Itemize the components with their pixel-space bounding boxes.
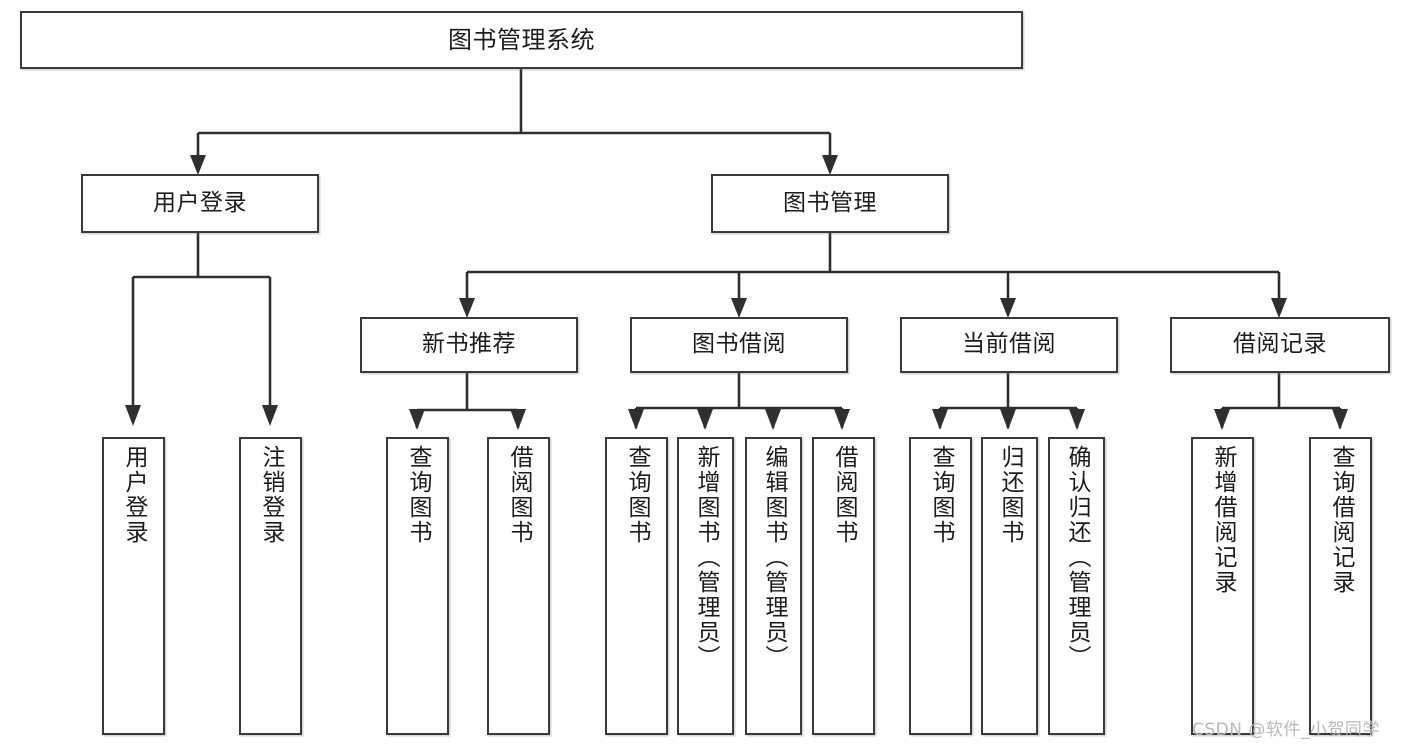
arrowhead-leaf-user-login: [125, 405, 141, 426]
node-borrow-record-label: 借阅记录: [1233, 331, 1327, 358]
node-leaf-user-login[interactable]: 用户登录: [102, 437, 165, 735]
arrowhead-current-borrow: [1000, 298, 1016, 318]
arrowhead-borrow-record: [1271, 298, 1287, 318]
node-leaf-query-record-label: 查询借阅记录: [1328, 445, 1354, 595]
node-leaf-add-record[interactable]: 新增借阅记录: [1191, 437, 1254, 735]
arrowhead-leaf-borrow-book-2: [834, 409, 850, 430]
arrowhead-leaf-add-record: [1214, 409, 1230, 430]
arrowhead-user-login: [190, 155, 206, 175]
node-leaf-add-record-label: 新增借阅记录: [1210, 445, 1236, 595]
node-leaf-query-book-2-label: 查询图书: [624, 445, 650, 545]
node-book-manage[interactable]: 图书管理: [711, 174, 949, 233]
node-leaf-logout-label: 注销登录: [258, 445, 284, 545]
arrowhead-book-manage: [822, 155, 838, 175]
node-user-login-label: 用户登录: [153, 189, 247, 216]
node-book-borrow-label: 图书借阅: [692, 331, 786, 358]
node-borrow-record[interactable]: 借阅记录: [1170, 317, 1390, 373]
node-leaf-confirm-return-label: 确认归还（管理员）: [1064, 445, 1090, 670]
node-leaf-logout[interactable]: 注销登录: [239, 437, 302, 735]
node-leaf-query-book-1[interactable]: 查询图书: [386, 437, 449, 735]
node-leaf-borrow-book-1[interactable]: 借阅图书: [487, 437, 550, 735]
arrowhead-leaf-edit-book: [765, 409, 781, 430]
node-leaf-borrow-book-2[interactable]: 借阅图书: [812, 437, 875, 735]
arrowhead-leaf-query-book-2: [628, 409, 644, 430]
node-leaf-return-book-label: 归还图书: [997, 445, 1023, 545]
node-root[interactable]: 图书管理系统: [20, 11, 1023, 69]
node-leaf-user-login-label: 用户登录: [121, 445, 147, 545]
arrowhead-leaf-confirm-return: [1069, 409, 1085, 430]
arrowhead-leaf-borrow-book-1: [510, 409, 526, 430]
arrowhead-leaf-query-record: [1332, 409, 1348, 430]
node-user-login[interactable]: 用户登录: [81, 174, 319, 233]
node-leaf-confirm-return[interactable]: 确认归还（管理员）: [1048, 437, 1105, 735]
arrowhead-leaf-logout: [262, 405, 278, 426]
node-current-borrow-label: 当前借阅: [962, 331, 1056, 358]
node-leaf-query-book-3-label: 查询图书: [928, 445, 954, 545]
arrowhead-leaf-query-book-1: [409, 409, 425, 430]
node-leaf-query-record[interactable]: 查询借阅记录: [1309, 437, 1372, 735]
node-leaf-edit-book-label: 编辑图书（管理员）: [761, 445, 787, 670]
node-leaf-add-book[interactable]: 新增图书（管理员）: [677, 437, 734, 735]
node-leaf-query-book-3[interactable]: 查询图书: [909, 437, 972, 735]
csdn-watermark: CSDN @软件_小贺同学: [1192, 720, 1380, 740]
arrowhead-leaf-query-book-3: [932, 409, 948, 430]
arrowhead-leaf-return-book: [1000, 409, 1016, 430]
node-book-borrow[interactable]: 图书借阅: [630, 317, 848, 373]
node-leaf-borrow-book-2-label: 借阅图书: [831, 445, 857, 545]
node-leaf-query-book-1-label: 查询图书: [405, 445, 431, 545]
node-current-borrow[interactable]: 当前借阅: [900, 317, 1118, 373]
node-new-book-recommend[interactable]: 新书推荐: [360, 317, 578, 373]
node-leaf-add-book-label: 新增图书（管理员）: [693, 445, 719, 670]
node-leaf-edit-book[interactable]: 编辑图书（管理员）: [745, 437, 802, 735]
node-leaf-return-book[interactable]: 归还图书: [981, 437, 1038, 735]
node-root-label: 图书管理系统: [448, 25, 595, 54]
node-new-book-recommend-label: 新书推荐: [422, 331, 516, 358]
arrowhead-new-book-recommend: [459, 298, 475, 318]
arrowhead-leaf-add-book: [697, 409, 713, 430]
node-leaf-query-book-2[interactable]: 查询图书: [605, 437, 668, 735]
node-leaf-borrow-book-1-label: 借阅图书: [506, 445, 532, 545]
arrowhead-book-borrow: [731, 298, 747, 318]
node-book-manage-label: 图书管理: [783, 189, 877, 216]
